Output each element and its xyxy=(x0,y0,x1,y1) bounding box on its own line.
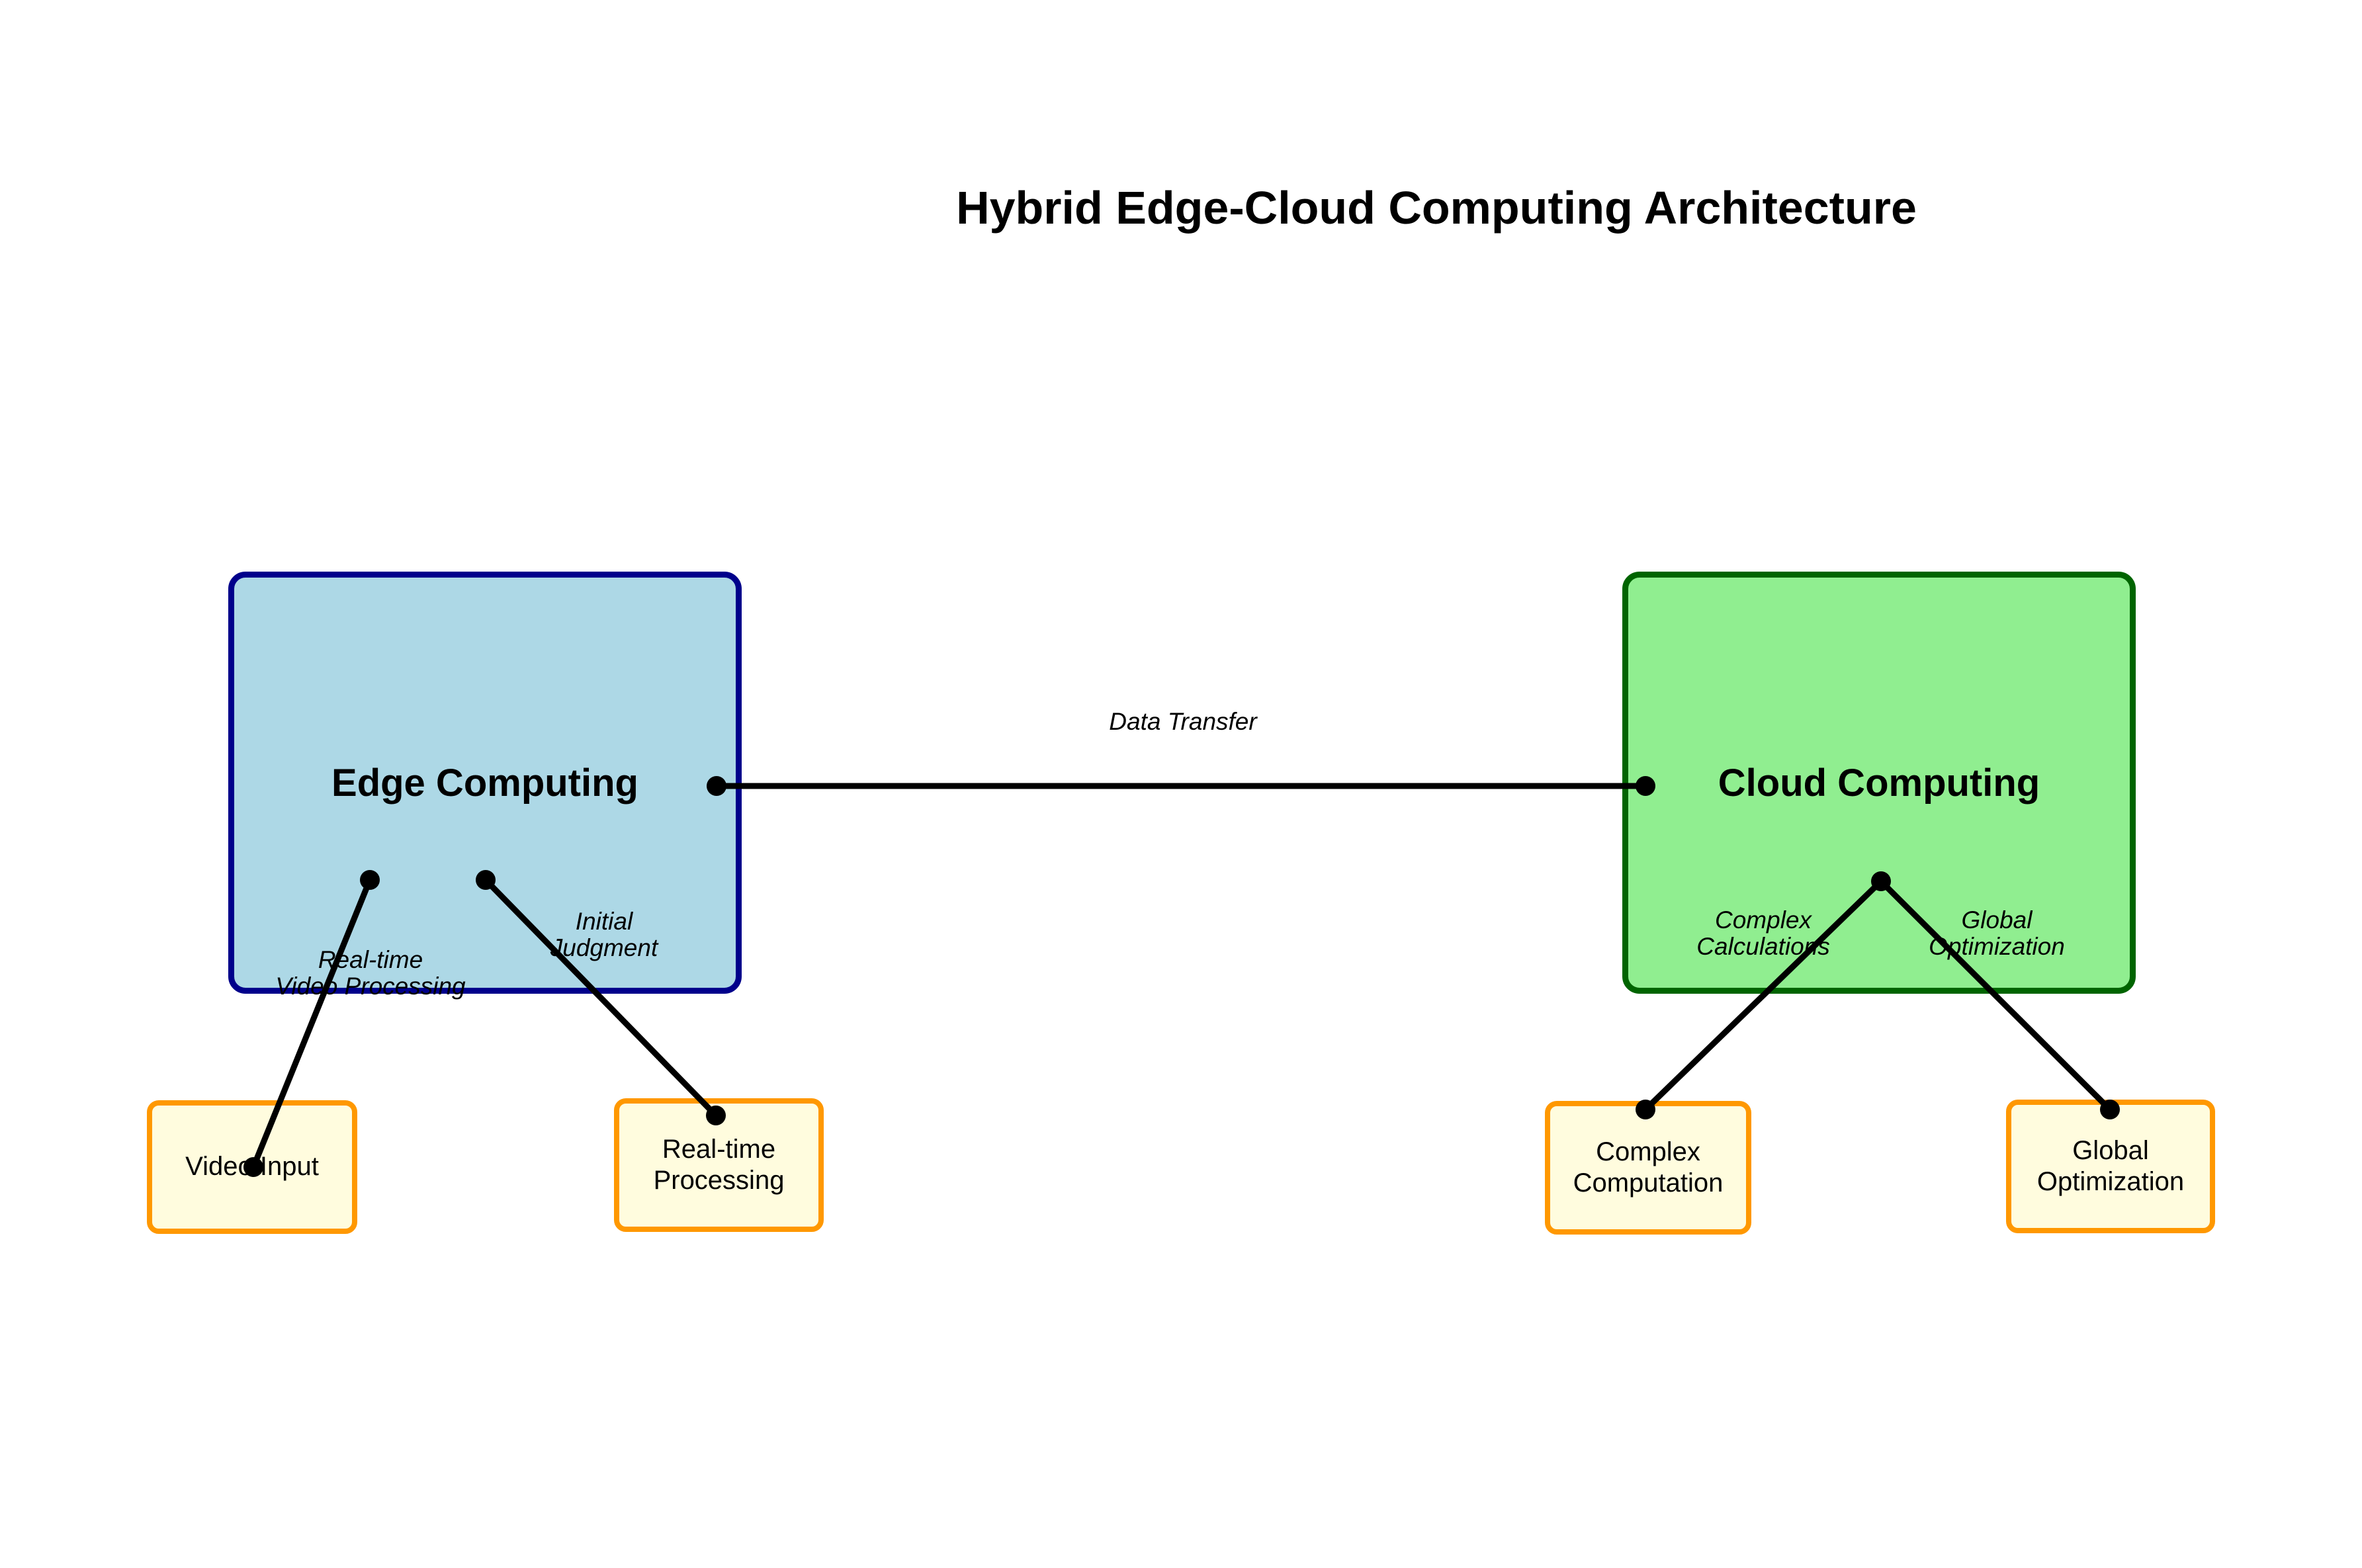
global-optimization-node: Global Optimization xyxy=(2006,1100,2215,1233)
cloud-computing-label: Cloud Computing xyxy=(1718,761,2040,805)
diagram-title: Hybrid Edge-Cloud Computing Architecture xyxy=(956,182,1917,234)
connector-label-global-optimization: Global Optimization xyxy=(1929,906,2065,961)
complex-computation-node: Complex Computation xyxy=(1545,1101,1751,1235)
realtime-processing-label: Real-time Processing xyxy=(653,1134,785,1195)
edge-computing-label: Edge Computing xyxy=(331,761,638,805)
connector-label-data-transfer: Data Transfer xyxy=(1109,708,1257,735)
connector-label-initial-judgment: Initial Judgment xyxy=(550,908,658,962)
complex-computation-label: Complex Computation xyxy=(1573,1137,1724,1198)
video-input-label: Video Input xyxy=(185,1152,319,1182)
video-input-node: Video Input xyxy=(147,1100,357,1234)
global-optimization-label: Global Optimization xyxy=(2036,1135,2185,1196)
realtime-processing-node: Real-time Processing xyxy=(614,1098,824,1232)
